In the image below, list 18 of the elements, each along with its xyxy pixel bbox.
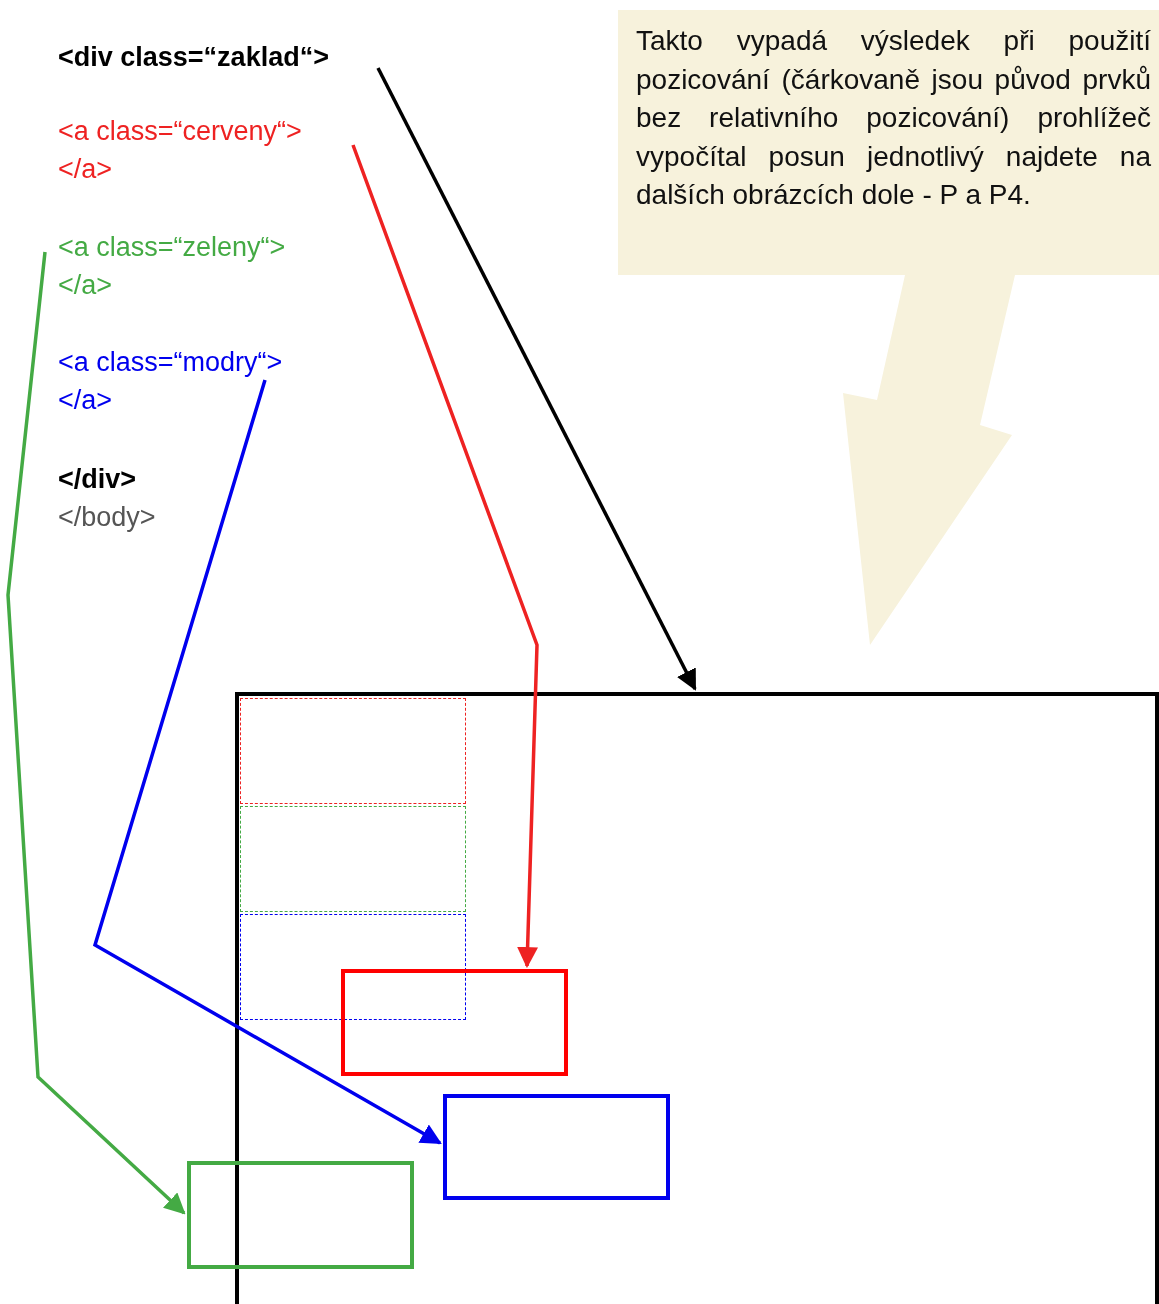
code-text: <a class=“modry“> </a> — [58, 343, 338, 419]
callout-text: Takto vypadá výsledek při použití pozicování (čárkovaně jsou původ prvků bez relativního pozicování) prohlížeč vypočítal posun jednotlivý najdete na dalších obrázcích dole - P a P4. — [636, 24, 1151, 212]
original-position-element-box — [240, 698, 466, 804]
arrow — [92, 379, 442, 1145]
element-box — [443, 1094, 670, 1200]
code-text: <div class=“zaklad“> — [58, 38, 388, 76]
code-text: </body> — [58, 501, 156, 534]
element-box — [187, 1161, 414, 1269]
element-box — [341, 969, 568, 1076]
arrow — [351, 144, 539, 969]
code-text: <a class=“cerveny“> </a> — [58, 112, 358, 188]
element-box — [235, 692, 1159, 1304]
original-position-element-box — [240, 914, 466, 1020]
code-text: </div> — [58, 463, 137, 496]
arrow — [6, 251, 186, 1215]
original-position-element-box — [240, 806, 466, 912]
code-text: <a class=“zeleny“> </a> — [58, 228, 336, 304]
arrow — [376, 67, 697, 691]
